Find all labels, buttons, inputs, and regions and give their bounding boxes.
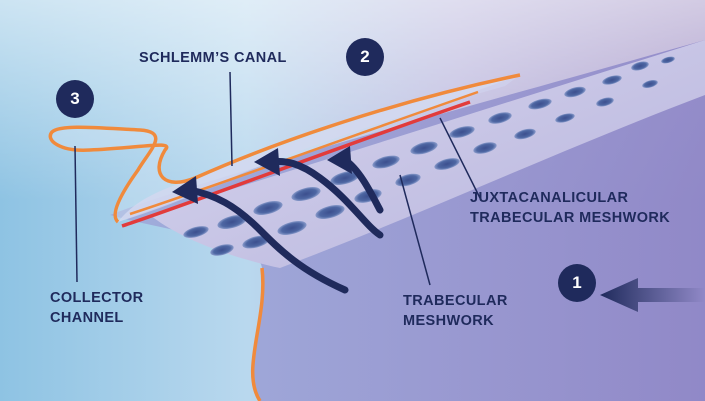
label-juxtacanalicular-line2: TRABECULAR MESHWORK <box>470 208 670 228</box>
badge-2-number: 2 <box>360 47 369 67</box>
label-collector-line1: COLLECTOR <box>50 288 144 308</box>
label-trabecular-line2: MESHWORK <box>403 311 508 331</box>
label-trabecular-meshwork: TRABECULAR MESHWORK <box>403 291 508 331</box>
badge-1-number: 1 <box>572 273 581 293</box>
label-schlemms-canal: SCHLEMM’S CANAL <box>139 48 287 68</box>
badge-3: 3 <box>56 80 94 118</box>
badge-1: 1 <box>558 264 596 302</box>
label-schlemms-canal-text: SCHLEMM’S CANAL <box>139 50 287 66</box>
label-juxtacanalicular-line1: JUXTACANALICULAR <box>470 188 670 208</box>
label-collector-channel: COLLECTOR CHANNEL <box>50 288 144 328</box>
label-collector-line2: CHANNEL <box>50 308 144 328</box>
badge-2: 2 <box>346 38 384 76</box>
badge-3-number: 3 <box>70 89 79 109</box>
label-juxtacanalicular: JUXTACANALICULAR TRABECULAR MESHWORK <box>470 188 670 228</box>
label-trabecular-line1: TRABECULAR <box>403 291 508 311</box>
